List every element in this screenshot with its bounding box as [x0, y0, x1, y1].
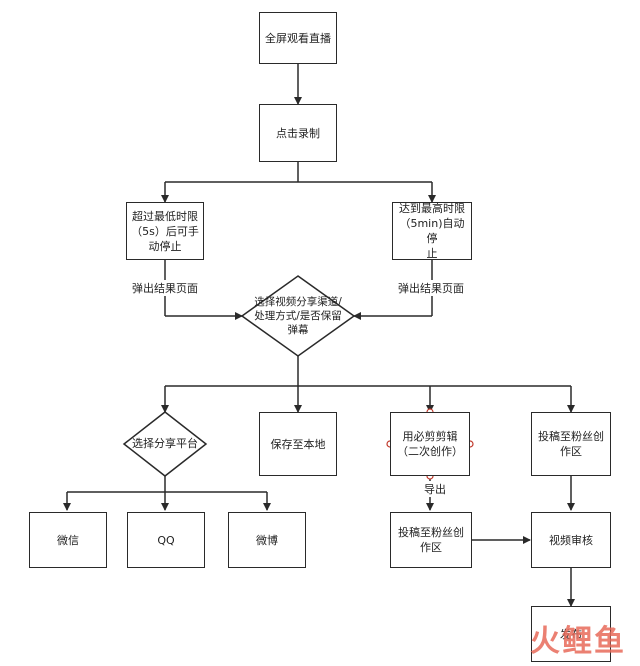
node-click-record[interactable]: 点击录制	[259, 104, 337, 162]
node-video-review[interactable]: 视频审核	[531, 512, 611, 568]
node-weibo[interactable]: 微博	[228, 512, 306, 568]
edge-label-result-right: 弹出结果页面	[396, 280, 466, 296]
platform-decision-diamond	[122, 411, 208, 477]
node-post-fans-2[interactable]: 投稿至粉丝创 作区	[390, 512, 472, 568]
edge-label-export: 导出	[422, 481, 448, 497]
node-min-stop[interactable]: 超过最低时限 （5s）后可手 动停止	[126, 202, 204, 260]
node-publish[interactable]: 发布	[531, 606, 611, 662]
node-fullscreen[interactable]: 全屏观看直播	[259, 12, 337, 64]
node-choose-platform[interactable]: 选择分享平台	[132, 437, 198, 450]
watermark-logo: 火鲤鱼	[530, 624, 626, 659]
node-wechat[interactable]: 微信	[29, 512, 107, 568]
channel-decision-diamond	[240, 275, 356, 357]
node-bijian-edit[interactable]: 用必剪剪辑 （二次创作）	[390, 412, 470, 476]
node-max-stop[interactable]: 达到最高时限 （5min)自动停 止	[392, 202, 472, 260]
node-save-local[interactable]: 保存至本地	[259, 412, 337, 476]
node-choose-channel[interactable]: 选择视频分享渠道/ 处理方式/是否保留 弹幕	[254, 296, 342, 336]
node-qq[interactable]: QQ	[127, 512, 205, 568]
edge-label-result-left: 弹出结果页面	[130, 280, 200, 296]
node-post-fans-1[interactable]: 投稿至粉丝创 作区	[531, 412, 611, 476]
